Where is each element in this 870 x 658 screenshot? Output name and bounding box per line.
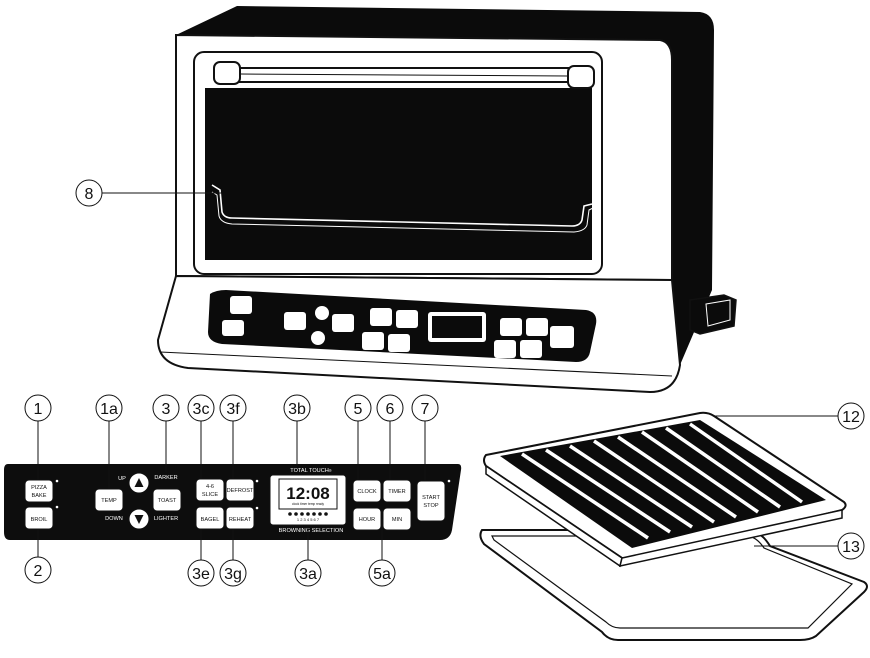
- shade-digits: 1 2 3 4 5 6 7: [297, 517, 320, 522]
- down-arrow-button[interactable]: [128, 508, 150, 530]
- callout-12: 12: [842, 409, 860, 426]
- display-status: clock timer temp ready: [292, 502, 324, 506]
- toaster-oven-illustration: [156, 6, 737, 394]
- clock-label: CLOCK: [357, 489, 377, 495]
- callout-1: 1: [34, 401, 43, 418]
- hour-button[interactable]: HOUR: [352, 507, 382, 531]
- brand-label: TOTAL TOUCH: [290, 468, 329, 474]
- hour-label: HOUR: [359, 517, 375, 523]
- oven-door-window: [205, 88, 592, 260]
- lighter-label: LIGHTER: [154, 516, 178, 522]
- darker-label: DARKER: [154, 475, 177, 481]
- min-button[interactable]: MIN: [382, 507, 412, 531]
- defrost-label: DEFROST: [227, 488, 254, 494]
- toast-button[interactable]: TOAST: [152, 488, 182, 512]
- bagel-button[interactable]: BAGEL: [195, 506, 225, 530]
- browning-selection-label: BROWNING SELECTION: [279, 528, 344, 534]
- reheat-button[interactable]: REHEAT: [225, 506, 255, 530]
- oven-crumb-tray-handle: [689, 294, 737, 335]
- pizza-bake-button[interactable]: PIZZA BAKE: [24, 479, 54, 503]
- up-arrow-button[interactable]: [128, 472, 150, 494]
- indicator-lights: [55, 479, 451, 510]
- callout-3b: 3b: [288, 401, 306, 418]
- callouts: [24, 179, 865, 587]
- bagel-label: BAGEL: [201, 517, 220, 523]
- start-stop-button[interactable]: START STOP: [416, 480, 446, 522]
- triangle-up-icon: [134, 478, 144, 487]
- slice-label: SLICE: [202, 492, 218, 498]
- svg-text:TOTAL TOUCH®: TOTAL TOUCH®: [290, 468, 332, 474]
- callout-5a: 5a: [373, 566, 391, 583]
- callout-3g: 3g: [224, 566, 242, 583]
- timer-label: TIMER: [388, 489, 405, 495]
- down-label: DOWN: [105, 516, 123, 522]
- temp-button[interactable]: TEMP: [94, 488, 124, 512]
- callout-1a: 1a: [100, 401, 118, 418]
- timer-button[interactable]: TIMER: [382, 479, 412, 503]
- slice-button[interactable]: 4-6 SLICE: [195, 478, 225, 502]
- callout-7: 7: [421, 401, 430, 418]
- shade-level-dots: [288, 512, 328, 516]
- callout-3f: 3f: [226, 401, 240, 418]
- reheat-label: REHEAT: [229, 517, 252, 523]
- callout-numbers: 8 1 1a 3 3c 3f 3b 5 6 7 2 3e 3g 3a 5a 12…: [34, 186, 860, 583]
- callout-3a: 3a: [299, 566, 317, 583]
- oven-wire-rack: [211, 184, 593, 227]
- triangle-down-icon: [134, 515, 144, 524]
- temp-label: TEMP: [101, 498, 117, 504]
- oven-door-handle: [213, 61, 595, 89]
- bake-label: BAKE: [32, 493, 47, 499]
- display-time: 12:08: [286, 484, 329, 503]
- defrost-button[interactable]: DEFROST: [225, 478, 255, 502]
- up-label: UP: [118, 476, 126, 482]
- callout-8: 8: [85, 186, 94, 203]
- broil-rack: [483, 411, 847, 568]
- rack-ridges: [521, 422, 804, 540]
- registered-mark: ®: [329, 468, 332, 473]
- control-panel-background: [4, 464, 462, 540]
- clock-button[interactable]: CLOCK: [352, 479, 382, 503]
- min-label: MIN: [392, 517, 402, 523]
- slice-count-label: 4-6: [206, 484, 214, 490]
- callout-3e: 3e: [192, 566, 210, 583]
- callout-13: 13: [842, 539, 860, 556]
- pizza-label: PIZZA: [31, 485, 47, 491]
- oven-mini-control-panel: [208, 290, 597, 362]
- callout-5: 5: [354, 401, 363, 418]
- callout-2: 2: [34, 563, 43, 580]
- callout-3: 3: [162, 401, 171, 418]
- control-panel-detail: PIZZA BAKE BROIL TEMP UP DOWN DARKER LIG…: [4, 464, 462, 540]
- broil-button[interactable]: BROIL: [24, 506, 54, 530]
- toast-label: TOAST: [158, 498, 177, 504]
- callout-6: 6: [386, 401, 395, 418]
- start-label: START: [422, 495, 440, 501]
- callout-3c: 3c: [193, 401, 210, 418]
- lcd-display: 12:08 clock timer temp ready 1 2 3 4 5 6…: [269, 474, 347, 526]
- stop-label: STOP: [423, 503, 438, 509]
- broil-label: BROIL: [31, 517, 48, 523]
